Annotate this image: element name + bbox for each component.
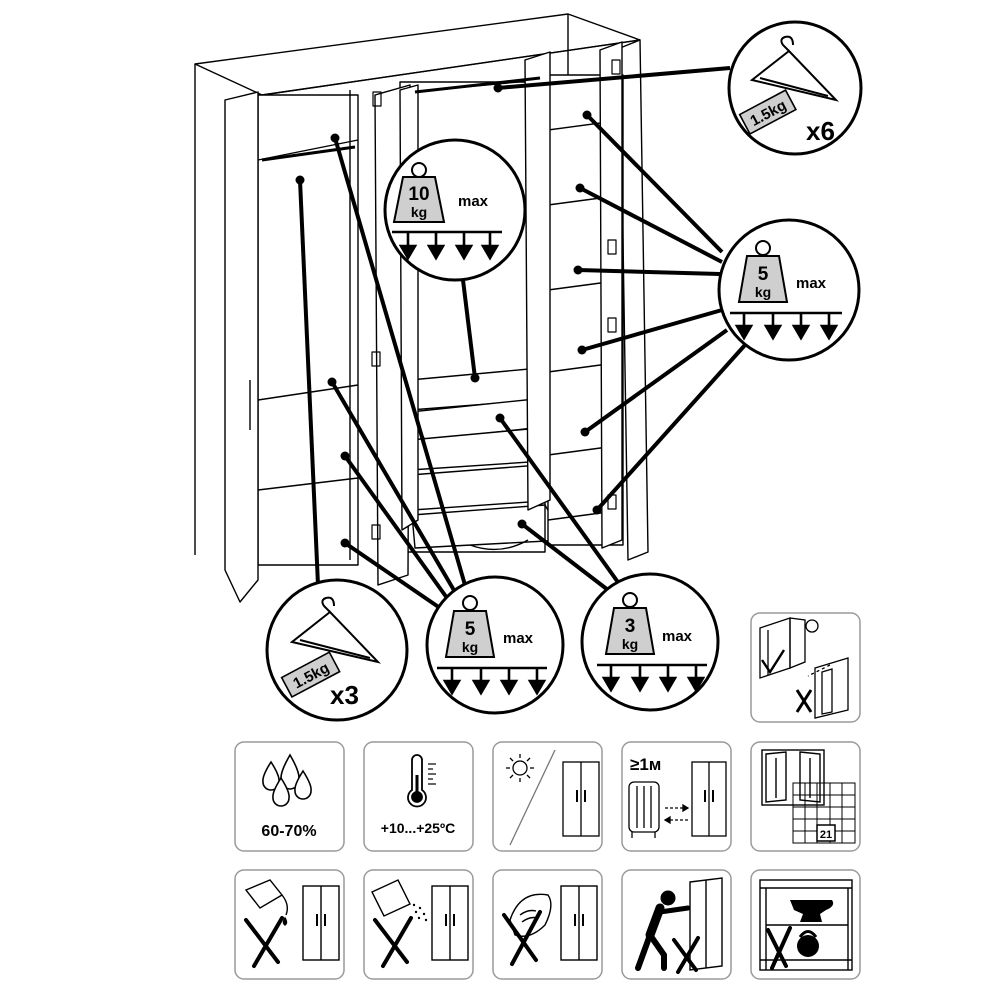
weight-icon: 5 kg: [444, 595, 496, 658]
no-abrasive-sponge-icon: [492, 869, 603, 980]
leader-dots: [295, 83, 602, 548]
prohibited-cross: [502, 910, 542, 966]
downward-load-arrows: [437, 666, 547, 696]
prohibited-cross: [244, 916, 284, 968]
downward-load-arrows: [730, 311, 842, 341]
shelf-load-callout-10kg: 10 kg max: [383, 138, 527, 282]
wall-anchor-icon: [750, 612, 861, 723]
load-value-3: 3: [625, 616, 636, 637]
load-unit-5-right: kg: [755, 284, 771, 300]
shelf-load-callout-3kg: 3 kg max: [580, 572, 720, 712]
hanger-count-left: x3: [330, 680, 359, 710]
hanger-icon: [749, 35, 840, 102]
weight-icon: 3 kg: [604, 592, 656, 655]
load-unit-3: kg: [622, 636, 638, 652]
load-unit-10: kg: [411, 204, 427, 220]
shelf-load-callout-5kg-right: 5 kg max: [717, 218, 861, 362]
anvil-shape: [790, 900, 834, 922]
downward-load-arrows: [597, 663, 707, 693]
shelf-load-callout-5kg-bottom: 5 kg max: [425, 575, 565, 715]
load-suffix-5-bottom: max: [503, 630, 534, 647]
no-overload-icon: [750, 869, 861, 980]
no-liquids-icon: [234, 869, 345, 980]
person-pushing-figure: [635, 890, 691, 971]
load-value-10: 10: [408, 184, 429, 205]
humidity-icon: 60-70%: [234, 741, 345, 852]
prohibited-cross: [373, 916, 413, 968]
leader-lines: [298, 66, 747, 610]
load-suffix-3: max: [662, 628, 693, 645]
humidity-label: 60-70%: [261, 823, 316, 840]
temperature-label: +10...+25ºC: [381, 820, 455, 836]
distance-label: ≥1м: [630, 755, 661, 774]
kettlebell-shape: [797, 930, 819, 957]
load-suffix-10: max: [458, 193, 489, 210]
calendar-day: 21: [820, 829, 832, 841]
no-direct-sun-icon: [492, 741, 603, 852]
heater-distance-icon: ≥1м: [621, 741, 732, 852]
hanger-count-top: x6: [806, 116, 835, 146]
hanger-icon: [289, 596, 382, 664]
wardrobe-drawing: [194, 13, 649, 603]
load-suffix-5-right: max: [796, 275, 827, 292]
prohibited-cross: [766, 926, 792, 970]
no-pushing-icon: [621, 869, 732, 980]
load-unit-5-bottom: kg: [462, 639, 478, 655]
ventilation-icon: 21: [750, 741, 861, 852]
weight-icon: 5 kg: [737, 240, 789, 303]
load-value-5-bottom: 5: [465, 619, 476, 640]
no-powder-cleaner-icon: [363, 869, 474, 980]
hanger-callout-top: 1.5kg x6: [727, 20, 863, 156]
hanger-callout-left: 1.5kg x3: [265, 578, 409, 722]
prohibited-cross: [672, 936, 700, 974]
temperature-icon: +10...+25ºC: [363, 741, 474, 852]
load-value-5-right: 5: [758, 264, 769, 285]
weight-icon: 10 kg: [392, 162, 446, 223]
downward-load-arrows: [392, 230, 502, 261]
